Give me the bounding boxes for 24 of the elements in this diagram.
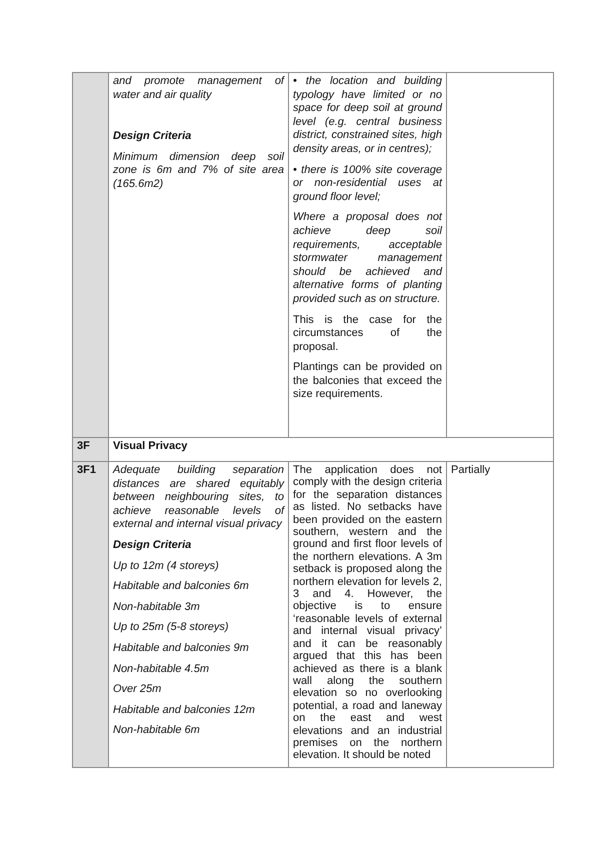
cell-text: Adequate building separation distances are shared equitably between neighbouring sites, to achieve reasonable levels of external and internal visual privacy xyxy=(113,464,284,532)
cell-text: Habitable and balconies 9m xyxy=(113,642,250,656)
cell-text: Plantings can be provided on the balconies that exceed the size requirements. xyxy=(293,361,442,402)
cell-text: Non-habitable 6m xyxy=(113,724,201,738)
cell-text: Minimum dimension deep soil zone is 6m and 7% of site area (165.6m2) xyxy=(113,150,284,192)
cell-text: Up to 25m (5-8 storeys) xyxy=(113,621,230,635)
cell-text: Habitable and balconies 6m xyxy=(113,580,250,594)
cell-text: Non-habitable 4.5m xyxy=(113,662,210,676)
cell-text: • the location and building typology have limited or no space for deep soil at ground level (e.g. central business district, constrained sites, high density areas, or in centres); xyxy=(293,75,442,157)
cell-text: • there is 100% site coverage or non-residential uses at ground floor level; xyxy=(293,164,442,204)
cell-heading: Visual Privacy xyxy=(113,440,188,454)
cell-text: This is the case for the circumstances of the proposal. xyxy=(293,314,442,354)
cell-text: Over 25m xyxy=(113,683,162,697)
cell-text: Non-habitable 3m xyxy=(113,600,201,614)
cell-text: Up to 12m (4 storeys) xyxy=(113,560,220,574)
cell-text: Where a proposal does not achieve deep soil requirements, acceptable stormwater management should be achieved and alternative forms of planting provided such as on structure. xyxy=(293,211,442,306)
cell-heading: 3F1 xyxy=(77,464,97,478)
cell-heading: 3F xyxy=(77,440,91,454)
cell-text: and promote management of water and air quality xyxy=(113,75,284,102)
cell-text: The application does not comply with the design criteria for the separation distances as listed. No setbacks have been provided on the eastern southern, western and the ground and first floor levels of the northern elevations. A 3m setback is proposed along the northern elevation for levels 2, 3 and 4. However, the objective is to ensure ‘reasonable levels of external and internal visual privacy’ and it can be reasonably argued that this has been achieved as there is a blank wall along the southern elevation so no overlooking potential, a road and laneway on the east and west elevations and an industrial premises on the northern elevation. It should be noted xyxy=(293,464,442,762)
cell-heading: Design Criteria xyxy=(113,130,192,144)
cell-heading: Design Criteria xyxy=(113,538,192,553)
cell-text: Habitable and balconies 12m xyxy=(113,704,256,718)
cell-text: Partially xyxy=(451,464,492,478)
